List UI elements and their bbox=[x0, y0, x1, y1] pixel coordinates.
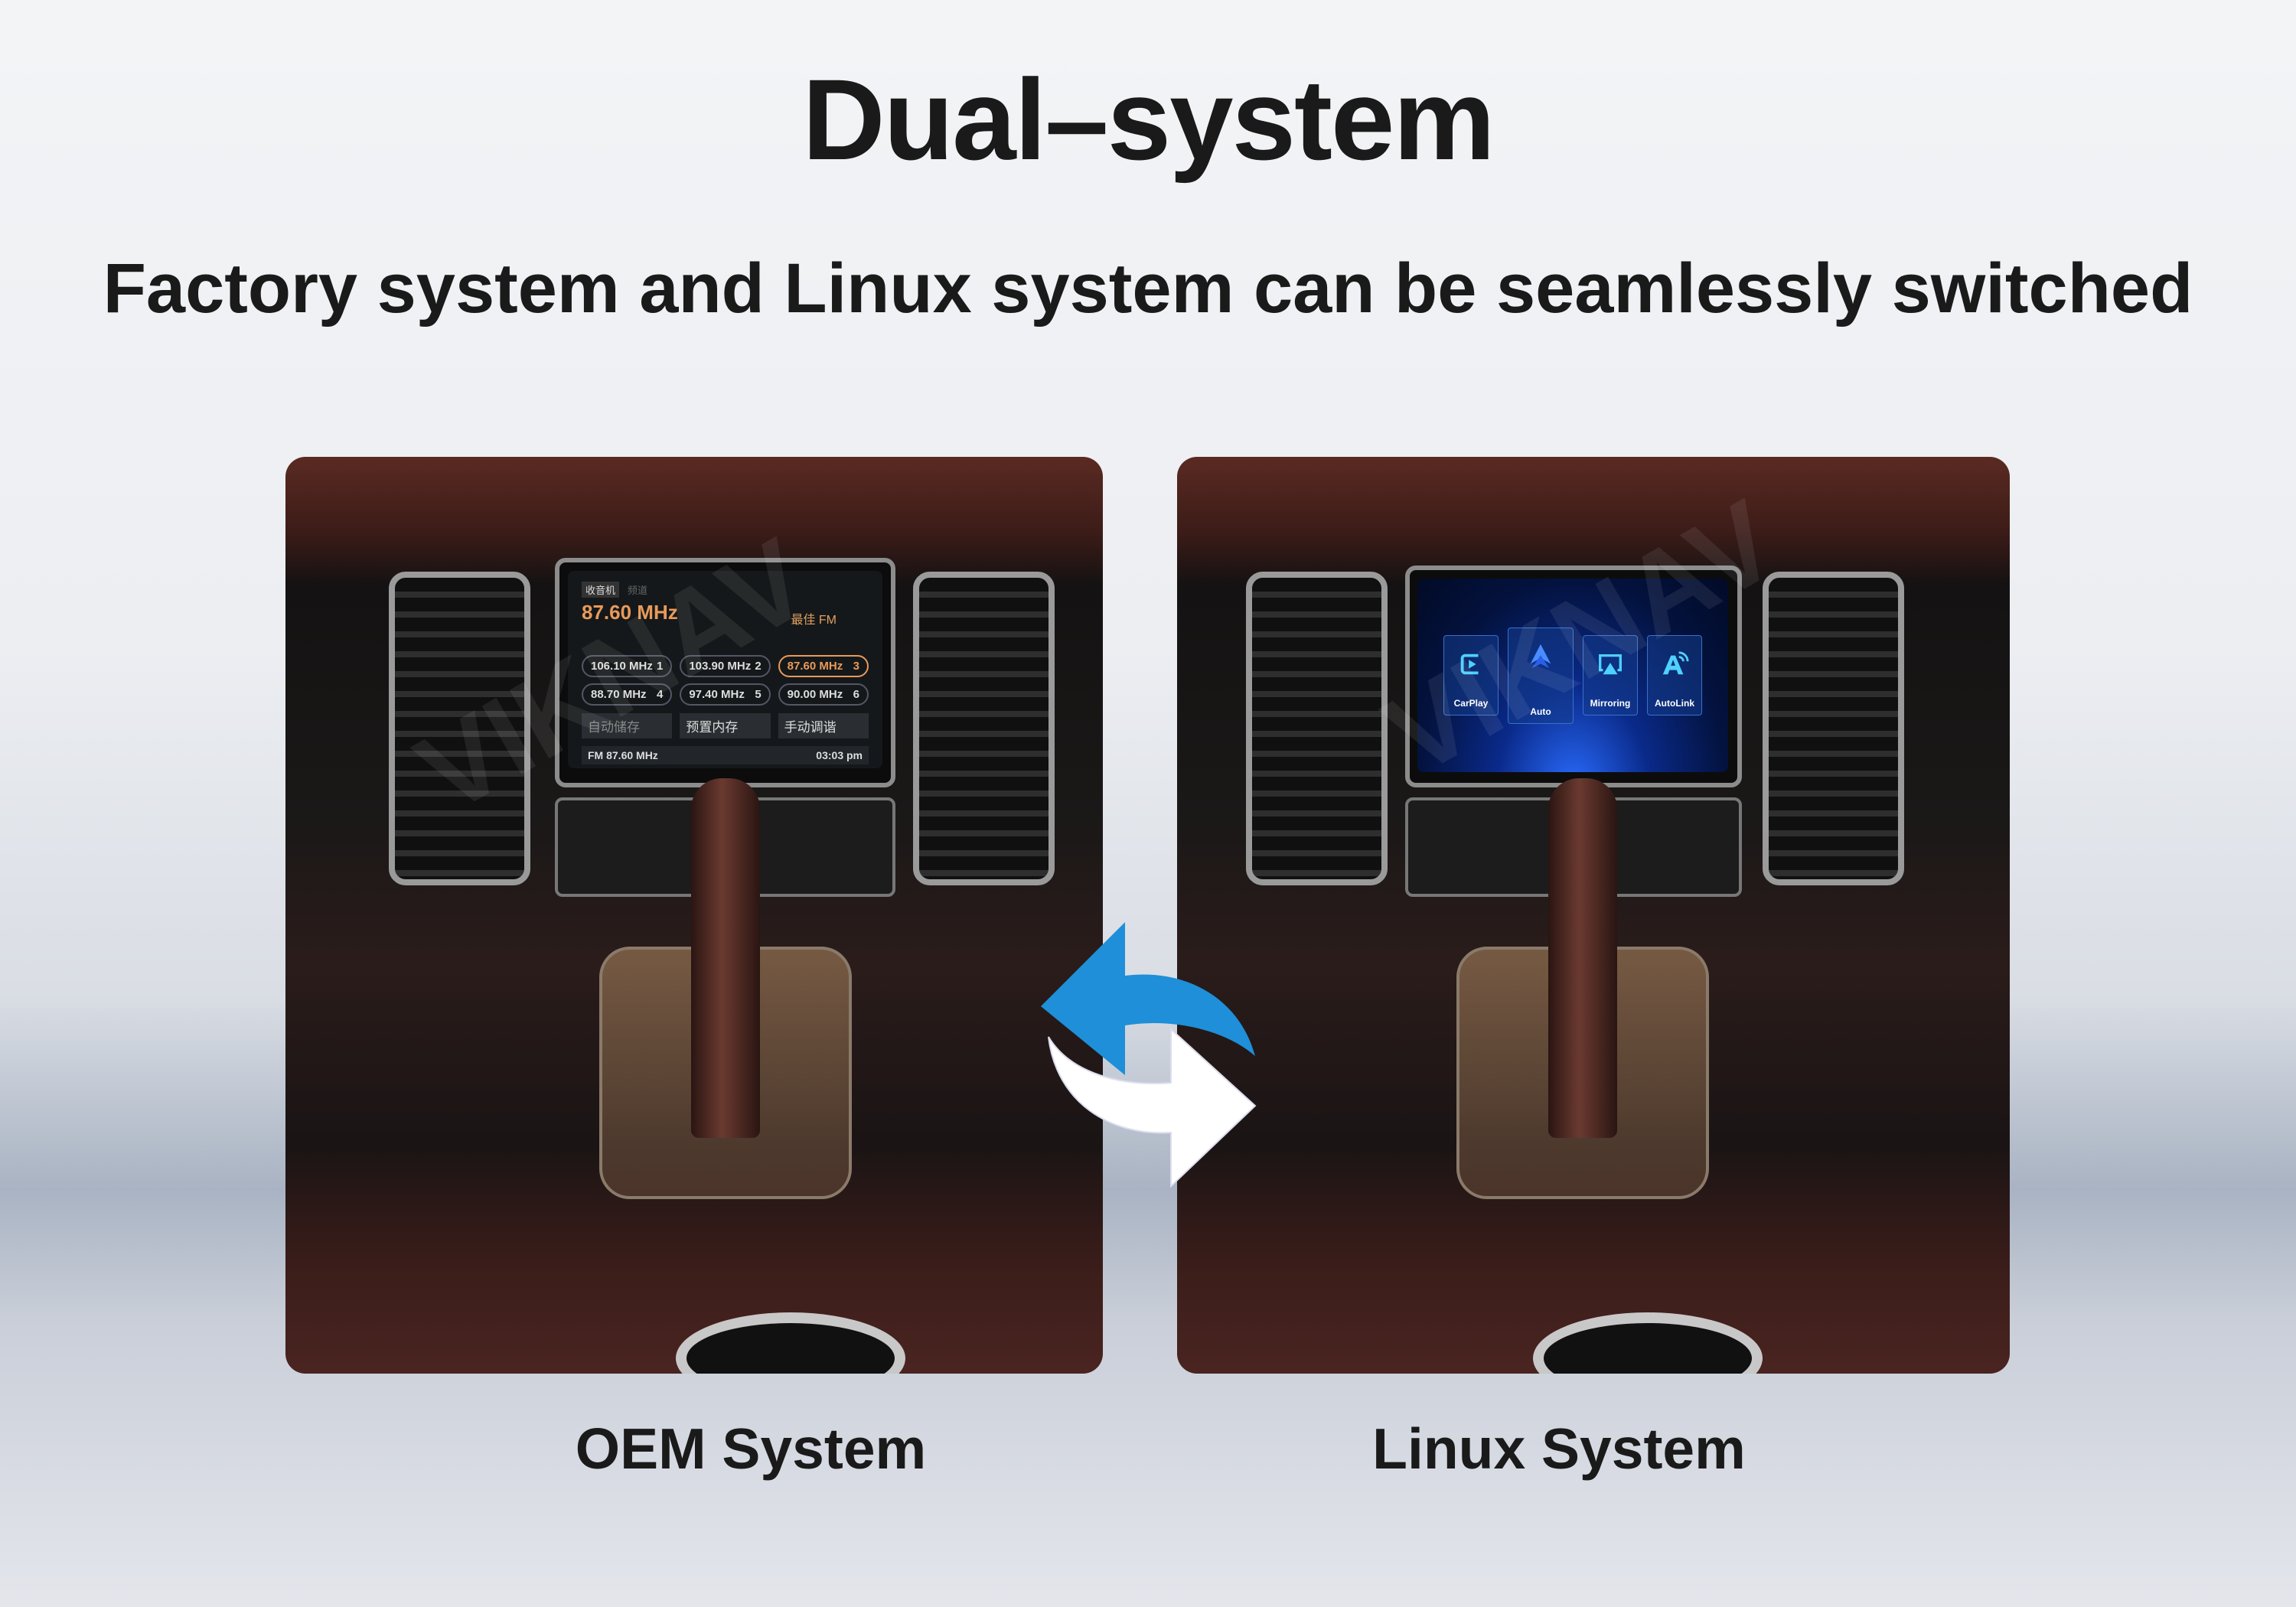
app-tile-mirroring[interactable]: Mirroring bbox=[1583, 635, 1638, 715]
linux-app-screen: CarPlay Auto Mirroring AutoLink bbox=[1417, 579, 1728, 772]
cup-holder bbox=[676, 1312, 905, 1374]
page-subtitle: Factory system and Linux system can be s… bbox=[103, 249, 2193, 328]
air-vent-right bbox=[913, 572, 1055, 885]
linux-system-photo: CarPlay Auto Mirroring AutoLink VIKNAV bbox=[1177, 457, 2010, 1374]
auto-store-button: 自动储存 bbox=[582, 713, 673, 738]
app-tile-auto[interactable]: Auto bbox=[1508, 627, 1574, 724]
clock: 03:03 pm bbox=[816, 749, 863, 761]
gear-shifter bbox=[1548, 778, 1617, 1138]
oem-system-label: OEM System bbox=[575, 1416, 927, 1481]
carplay-icon bbox=[1460, 654, 1479, 675]
airplay-mirroring-icon bbox=[1599, 654, 1622, 675]
android-auto-icon bbox=[1530, 644, 1551, 668]
switch-arrows-icon bbox=[1041, 922, 1257, 1188]
band-tag: 最佳 FM bbox=[791, 614, 837, 627]
radio-tab: 收音机 bbox=[582, 582, 620, 598]
air-vent-left bbox=[389, 572, 530, 885]
air-vent-left bbox=[1246, 572, 1388, 885]
preset-memory-button: 预置内存 bbox=[680, 713, 771, 738]
current-frequency: 87.60 MHz bbox=[582, 601, 678, 624]
switch-arrow-white bbox=[1048, 1027, 1257, 1188]
channel-tab: 频道 bbox=[628, 585, 648, 596]
cup-holder bbox=[1533, 1312, 1763, 1374]
manual-tune-button: 手动调谐 bbox=[778, 713, 869, 738]
gear-shifter bbox=[691, 778, 760, 1138]
status-frequency: FM 87.60 MHz bbox=[588, 749, 658, 761]
app-tile-autolink[interactable]: AutoLink bbox=[1647, 635, 1702, 715]
app-tile-carplay[interactable]: CarPlay bbox=[1443, 635, 1499, 715]
page-title: Dual–system bbox=[802, 55, 1495, 184]
autolink-icon bbox=[1662, 651, 1689, 675]
air-vent-right bbox=[1763, 572, 1904, 885]
switch-arrow-blue bbox=[1041, 922, 1255, 1075]
linux-system-label: Linux System bbox=[1372, 1416, 1746, 1481]
